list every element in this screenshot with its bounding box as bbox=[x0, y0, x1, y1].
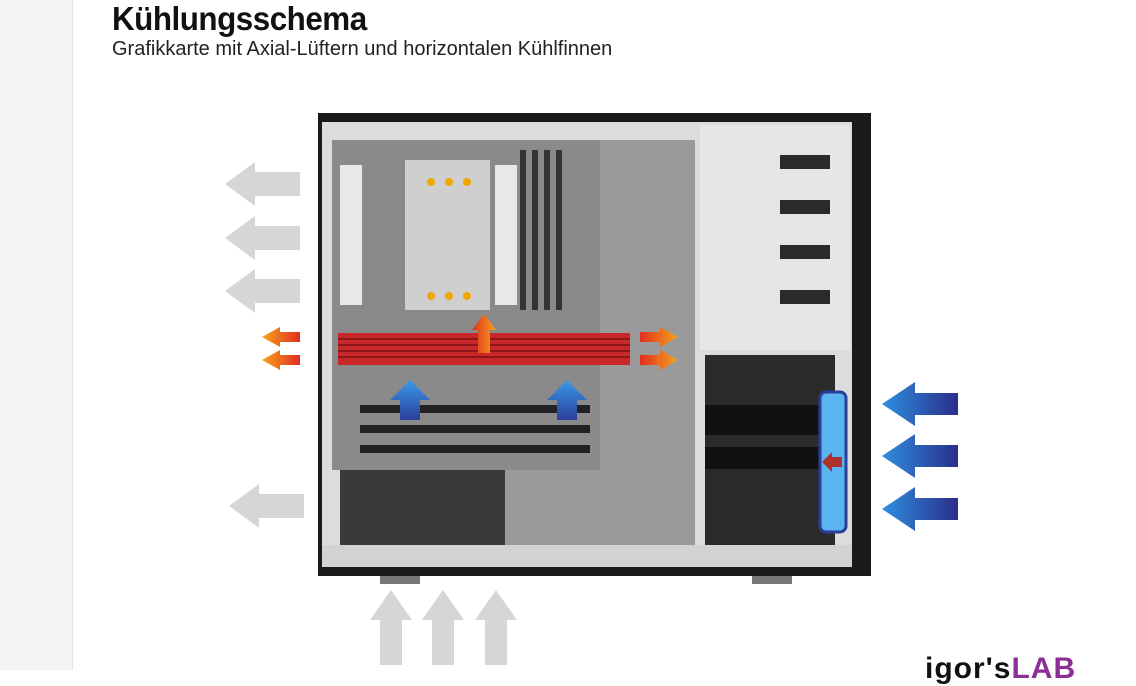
cool-arrow-icon bbox=[882, 487, 958, 531]
logo-prefix: igor's bbox=[925, 652, 1012, 685]
hot-arrow-icon bbox=[472, 314, 496, 353]
left-sidebar-strip bbox=[0, 0, 73, 670]
cool-arrow-icon bbox=[390, 380, 430, 420]
igorslab-logo: igor'sLAB bbox=[925, 652, 1076, 686]
fan-flow-arrow-icon bbox=[822, 452, 842, 472]
hot-arrow-icon bbox=[262, 350, 300, 370]
cool-arrow-icon bbox=[882, 434, 958, 478]
hot-arrow-icon bbox=[262, 327, 300, 347]
intake-arrow-icon bbox=[370, 590, 412, 665]
cooling-diagram bbox=[225, 113, 958, 665]
hot-air-arrows bbox=[262, 314, 678, 370]
power-supply bbox=[340, 470, 505, 545]
intake-arrow-icon bbox=[475, 590, 517, 665]
hot-arrow-icon bbox=[640, 350, 678, 370]
cool-arrow-icon bbox=[547, 380, 587, 420]
slide-subtitle: Grafikkarte mit Axial-Lüftern und horizo… bbox=[112, 38, 613, 60]
cool-arrow-icon bbox=[882, 382, 958, 426]
exhaust-arrow-icon bbox=[225, 216, 300, 260]
hot-arrow-icon bbox=[640, 327, 678, 347]
logo-suffix: LAB bbox=[1011, 652, 1077, 685]
intake-arrows-bottom bbox=[370, 590, 517, 665]
exhaust-arrow-icon bbox=[225, 162, 300, 206]
side-panel bbox=[600, 140, 695, 470]
intake-arrow-icon bbox=[422, 590, 464, 665]
slide-title: Kühlungsschema bbox=[112, 0, 367, 37]
exhaust-arrows-left bbox=[225, 162, 304, 528]
exhaust-arrow-icon bbox=[225, 269, 300, 313]
exhaust-arrow-icon bbox=[229, 484, 304, 528]
cool-air-arrows bbox=[390, 380, 958, 531]
